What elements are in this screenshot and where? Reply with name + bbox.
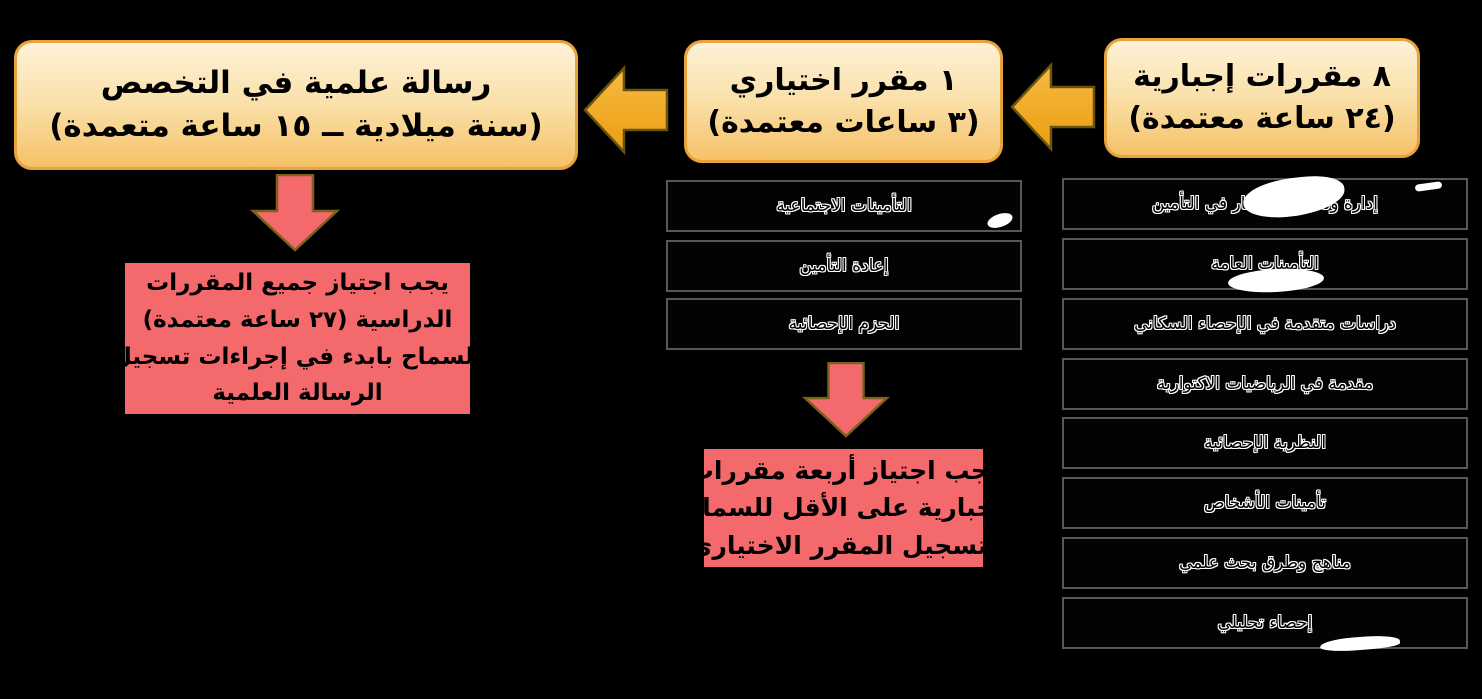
stage-title-line: ١ مقرر اختياري: [729, 62, 958, 98]
course-label: تأمينات الأشخاص: [1204, 493, 1326, 513]
course-label: النظرية الإحصائية: [1203, 433, 1327, 453]
note-box-elective-requirement: يجب اجتياز أربعة مقررات إجبارية على الأق…: [684, 449, 1003, 567]
note-line: إجبارية على الأقل للسماح: [684, 493, 1003, 523]
flow-down-arrow-icon: [801, 362, 891, 438]
stage-title-line: ٨ مقررات إجبارية: [1133, 59, 1391, 94]
flow-down-arrow-icon: [250, 174, 340, 252]
stage-box-thesis: رسالة علمية في التخصص (سنة ميلادية ــ ١٥…: [14, 40, 578, 170]
stage-box-elective-course: ١ مقرر اختياري (٣ ساعات معتمدة): [684, 40, 1003, 163]
course-box: التأمينات الاجتماعية: [666, 180, 1022, 232]
stage-box-mandatory-courses: ٨ مقررات إجبارية (٢٤ ساعة معتمدة): [1104, 38, 1420, 158]
course-label: التأمينات الاجتماعية: [776, 196, 912, 216]
note-box-thesis-requirement: يجب اجتياز جميع المقررات الدراسية (٢٧ سا…: [112, 263, 483, 414]
course-label: مقدمة في الرياضيات الاكتوارية: [1156, 374, 1374, 394]
course-label: إعادة التأمين: [799, 256, 889, 276]
flow-left-arrow-icon: [1010, 61, 1096, 153]
course-box: مقدمة في الرياضيات الاكتوارية: [1062, 358, 1468, 410]
course-label: مناهج وطرق بحث علمي: [1178, 553, 1352, 573]
note-line: بتسجيل المقرر الاختياري: [689, 530, 998, 560]
course-box: إعادة التأمين: [666, 240, 1022, 292]
note-line: الدراسية (٢٧ ساعة معتمدة): [142, 306, 453, 333]
course-box: تأمينات الأشخاص: [1062, 477, 1468, 529]
stage-title-line: (٢٤ ساعة معتمدة): [1128, 101, 1396, 136]
course-box: إحصاء تحليلي: [1062, 597, 1468, 649]
note-line: يجب اجتياز أربعة مقررات: [688, 455, 999, 485]
course-box: دراسات متقدمة في الإحصاء السكاني: [1062, 298, 1468, 350]
course-box: النظرية الإحصائية: [1062, 417, 1468, 469]
stage-title-line: (٣ ساعات معتمدة): [707, 104, 980, 140]
course-label: دراسات متقدمة في الإحصاء السكاني: [1134, 314, 1396, 334]
course-label: الحزم الإحصائية: [788, 314, 900, 334]
stage-title-line: (سنة ميلادية ــ ١٥ ساعة متعمدة): [49, 108, 543, 144]
course-label: إحصاء تحليلي: [1217, 613, 1313, 633]
note-line: الرسالة العلمية: [212, 380, 383, 407]
note-line: يجب اجتياز جميع المقررات: [146, 269, 449, 296]
course-box: مناهج وطرق بحث علمي: [1062, 537, 1468, 589]
course-box: الحزم الإحصائية: [666, 298, 1022, 350]
note-line: للسماح بابدء في إجراءات تسجيل: [111, 343, 484, 370]
stage-title-line: رسالة علمية في التخصص: [100, 64, 492, 101]
flow-left-arrow-icon: [583, 64, 669, 156]
